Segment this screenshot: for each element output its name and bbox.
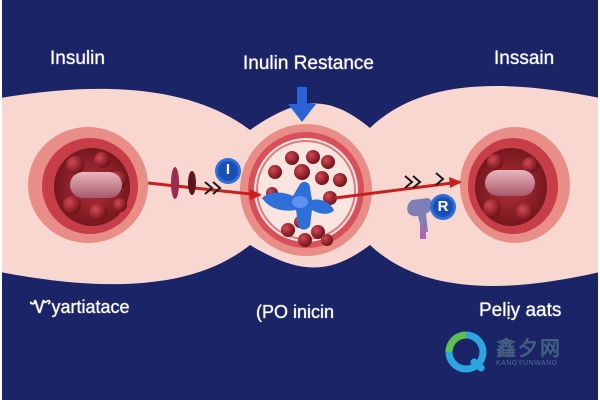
red-blood-cell — [485, 170, 535, 196]
arrow-down-icon — [288, 87, 316, 122]
blood-cell-cluster — [266, 150, 347, 247]
watermark: 鑫夕网 KANGYUNWANG — [444, 330, 584, 374]
label-bottom-left: Ꮙyartiatace — [30, 297, 130, 317]
left-vessel — [28, 127, 148, 243]
label-right-title: Inssain — [494, 48, 555, 69]
flow-arrows-left — [147, 158, 262, 200]
right-vessel — [460, 127, 570, 243]
watermark-text-cn: 鑫夕网 — [496, 338, 562, 360]
center-vessel — [240, 124, 372, 256]
label-insulin-resistance: Inulin Restance — [243, 53, 374, 74]
badge-r: R — [437, 198, 449, 215]
label-bottom-right: Pelịy aats — [479, 300, 562, 321]
label-bottom-center: (PO inicin — [256, 302, 335, 322]
watermark-text-en: KANGYUNWANG — [496, 360, 558, 367]
badge-i: I — [225, 161, 231, 178]
label-insulin: Insulin — [50, 48, 105, 69]
receptor-y-icon — [407, 198, 433, 239]
blue-receptor-icon — [262, 181, 334, 230]
q-logo-icon — [445, 331, 487, 373]
receptor-disc-icon — [171, 167, 179, 199]
flow-arrows-right — [334, 172, 462, 239]
red-blood-cell — [70, 172, 122, 198]
